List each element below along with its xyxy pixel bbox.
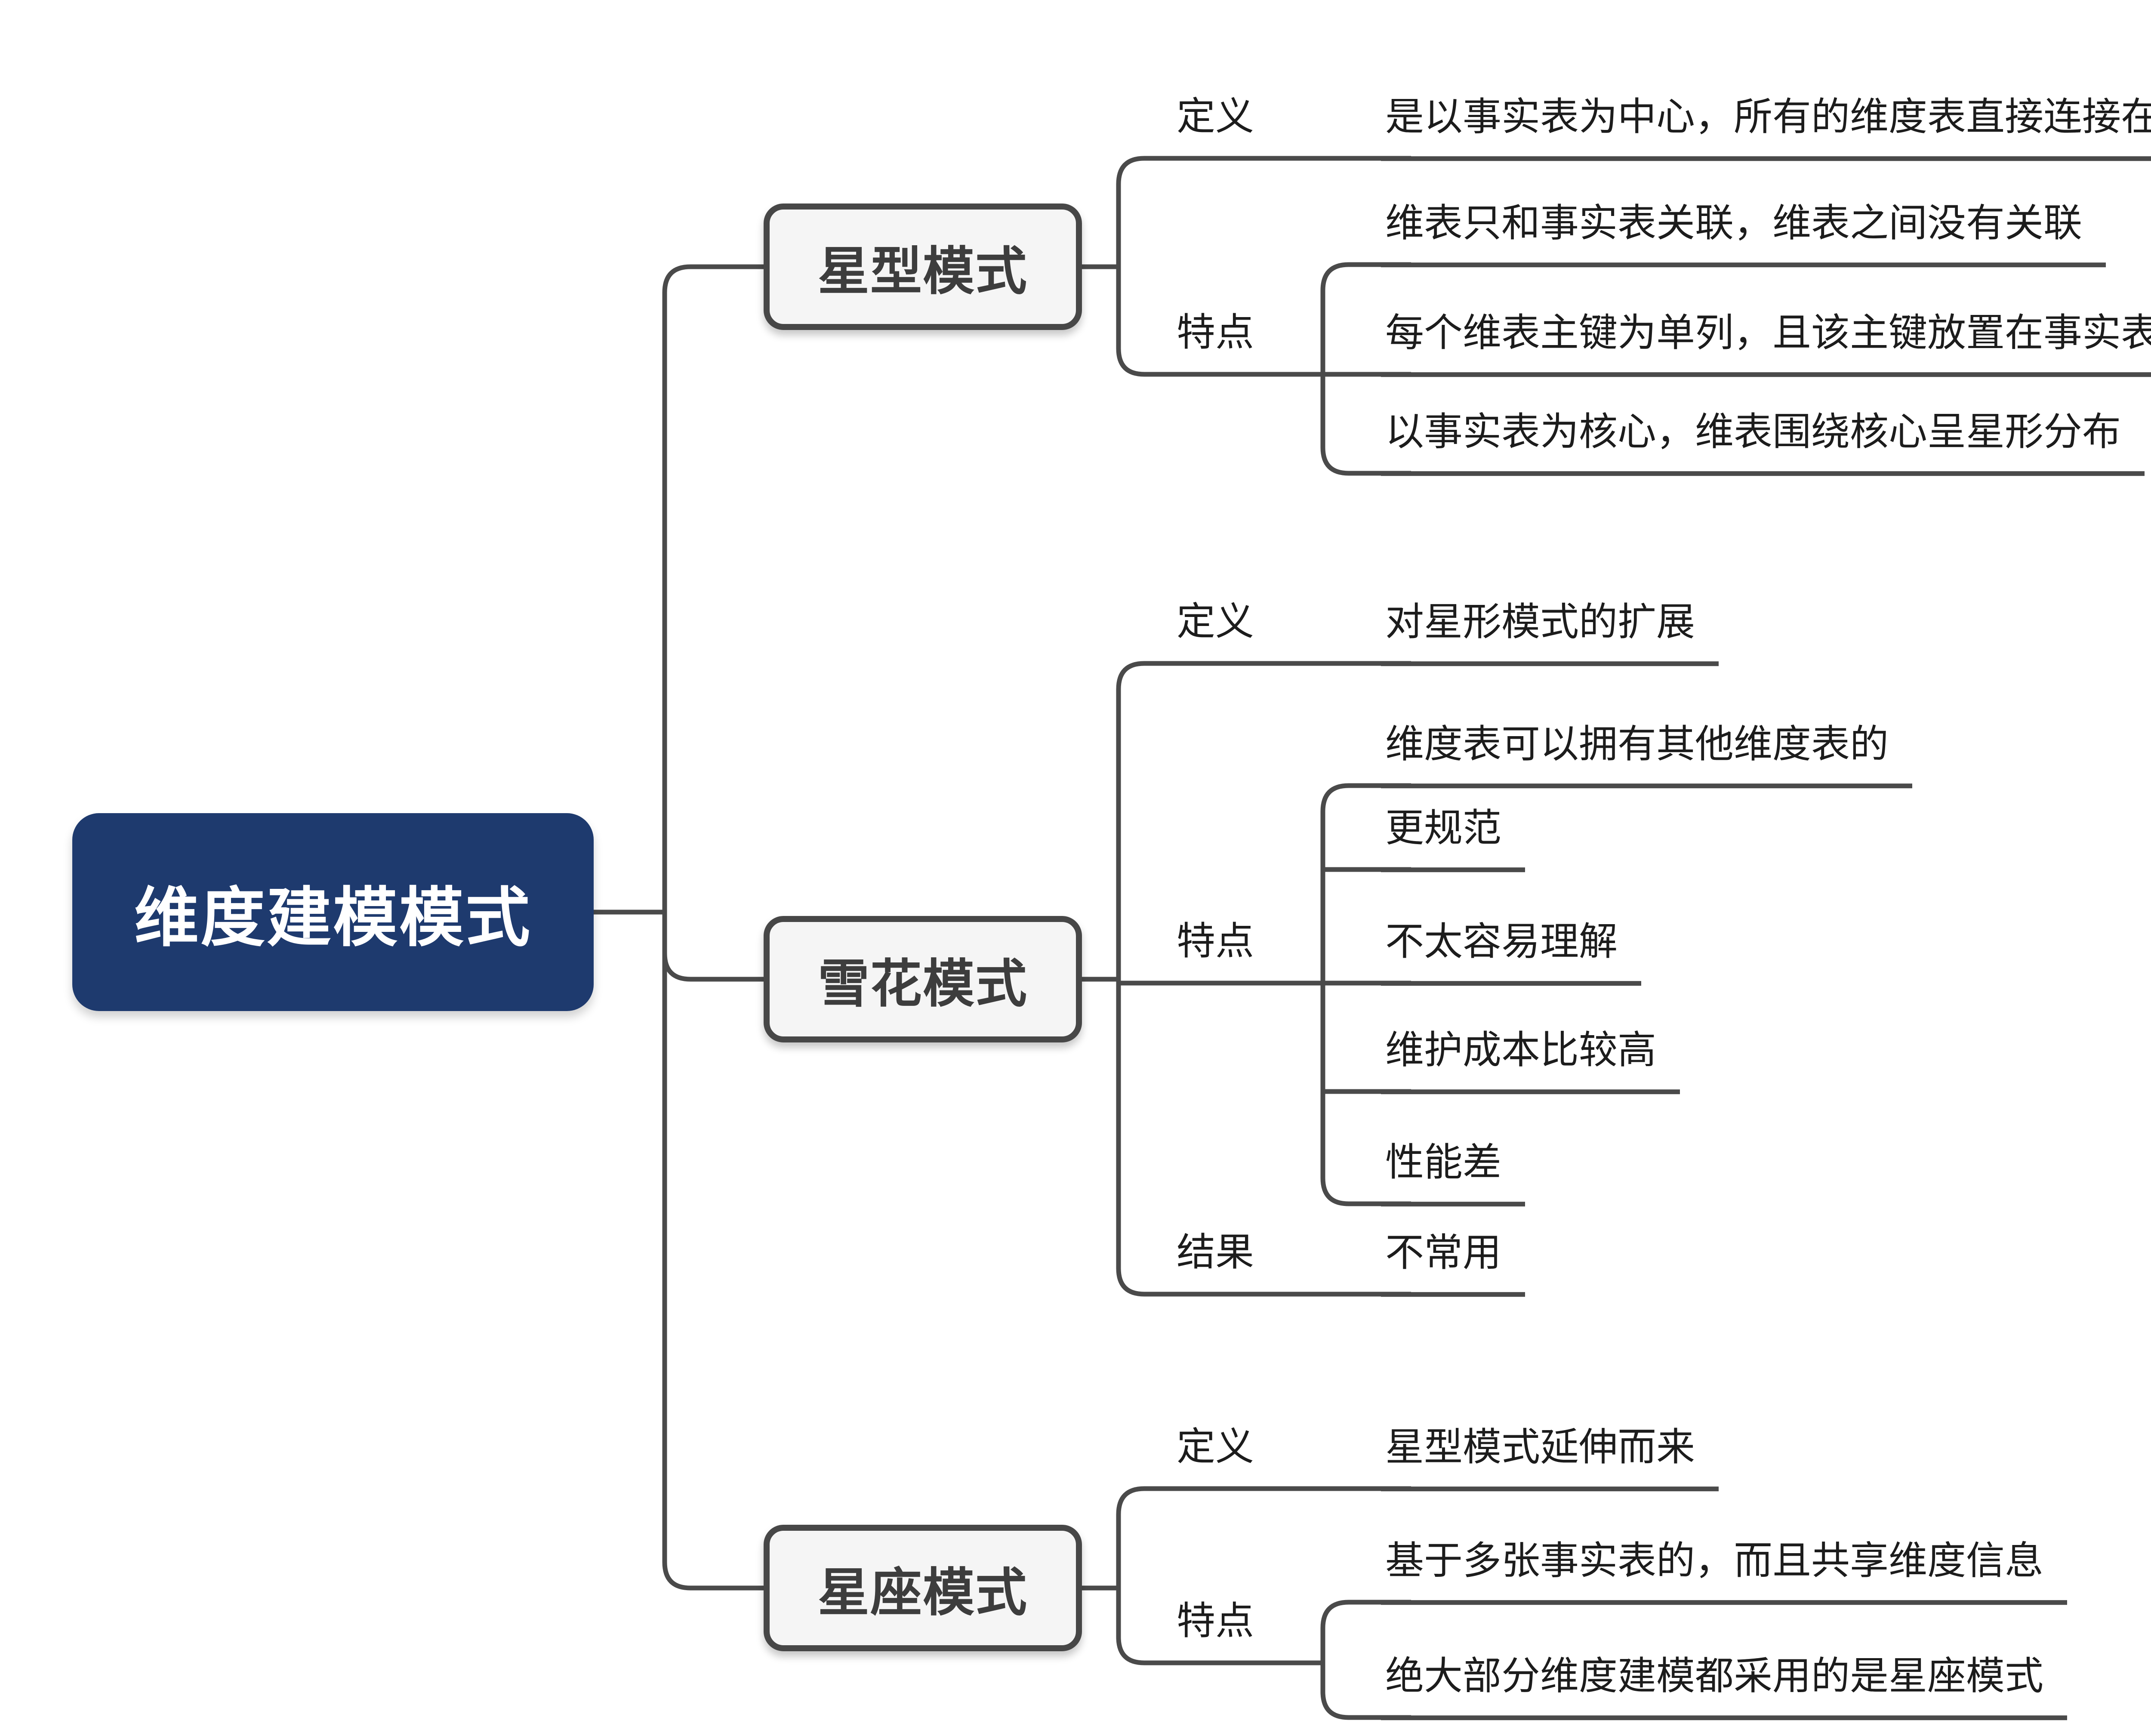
- snowflake-feature-5[interactable]: 性能差: [1381, 1141, 1525, 1206]
- star-definition-text[interactable]: 是以事实表为中心，所有的维度表直接连接在事实表上，像星星一样: [1381, 96, 2151, 161]
- constellation-definition-label[interactable]: 定义: [1177, 1425, 1254, 1469]
- snowflake-result-label[interactable]: 结果: [1177, 1231, 1254, 1274]
- snowflake-definition-text[interactable]: 对星形模式的扩展: [1381, 601, 1719, 666]
- snowflake-feature-2[interactable]: 更规范: [1381, 807, 1525, 872]
- trunk-to-snowflake-connector: [662, 912, 766, 982]
- snowflake-definition-label[interactable]: 定义: [1177, 600, 1254, 644]
- constellation-features-label[interactable]: 特点: [1177, 1600, 1254, 1643]
- snowflake-feature-1[interactable]: 维度表可以拥有其他维度表的: [1381, 723, 1912, 788]
- star-feature-3[interactable]: 以事实表为核心，维表围绕核心呈星形分布: [1381, 410, 2145, 476]
- snowflake-feature-3[interactable]: 不太容易理解: [1381, 920, 1641, 986]
- trunk-to-constellation-connector: [662, 912, 766, 1591]
- branch-topic-star-schema[interactable]: 星型模式: [764, 204, 1082, 330]
- snowflake-feature-4[interactable]: 维护成本比较高: [1381, 1029, 1680, 1094]
- star-level1-branch: [1116, 156, 1411, 377]
- constellation-definition-text[interactable]: 星型模式延伸而来: [1381, 1426, 1719, 1491]
- star-definition-label[interactable]: 定义: [1177, 95, 1254, 139]
- snowflake-features-label[interactable]: 特点: [1177, 920, 1254, 963]
- root-topic[interactable]: 维度建模模式: [72, 813, 594, 1011]
- star-feature-branch: [1320, 262, 1411, 476]
- trunk-to-star-connector: [662, 264, 766, 912]
- star-features-label[interactable]: 特点: [1177, 311, 1254, 355]
- branch-topic-snowflake-schema[interactable]: 雪花模式: [764, 916, 1082, 1042]
- constellation-feature-1[interactable]: 基于多张事实表的，而且共享维度信息: [1381, 1539, 2067, 1605]
- constellation-feature-2[interactable]: 绝大部分维度建模都采用的是星座模式: [1381, 1655, 2067, 1720]
- star-feature-1[interactable]: 维表只和事实表关联，维表之间没有关联: [1381, 202, 2106, 267]
- branch-topic-constellation-schema[interactable]: 星座模式: [764, 1525, 1082, 1651]
- star-feature-2[interactable]: 每个维表主键为单列，且该主键放置在事实表中，作为两边连接的外键: [1381, 311, 2151, 377]
- snowflake-result-text[interactable]: 不常用: [1381, 1231, 1525, 1297]
- snowflake-level1-branch: [1116, 661, 1411, 1297]
- constellation-level1-branch: [1116, 1486, 1411, 1665]
- constellation-feature-branch: [1320, 1600, 1411, 1720]
- snowflake-feature-branch: [1320, 783, 1411, 1206]
